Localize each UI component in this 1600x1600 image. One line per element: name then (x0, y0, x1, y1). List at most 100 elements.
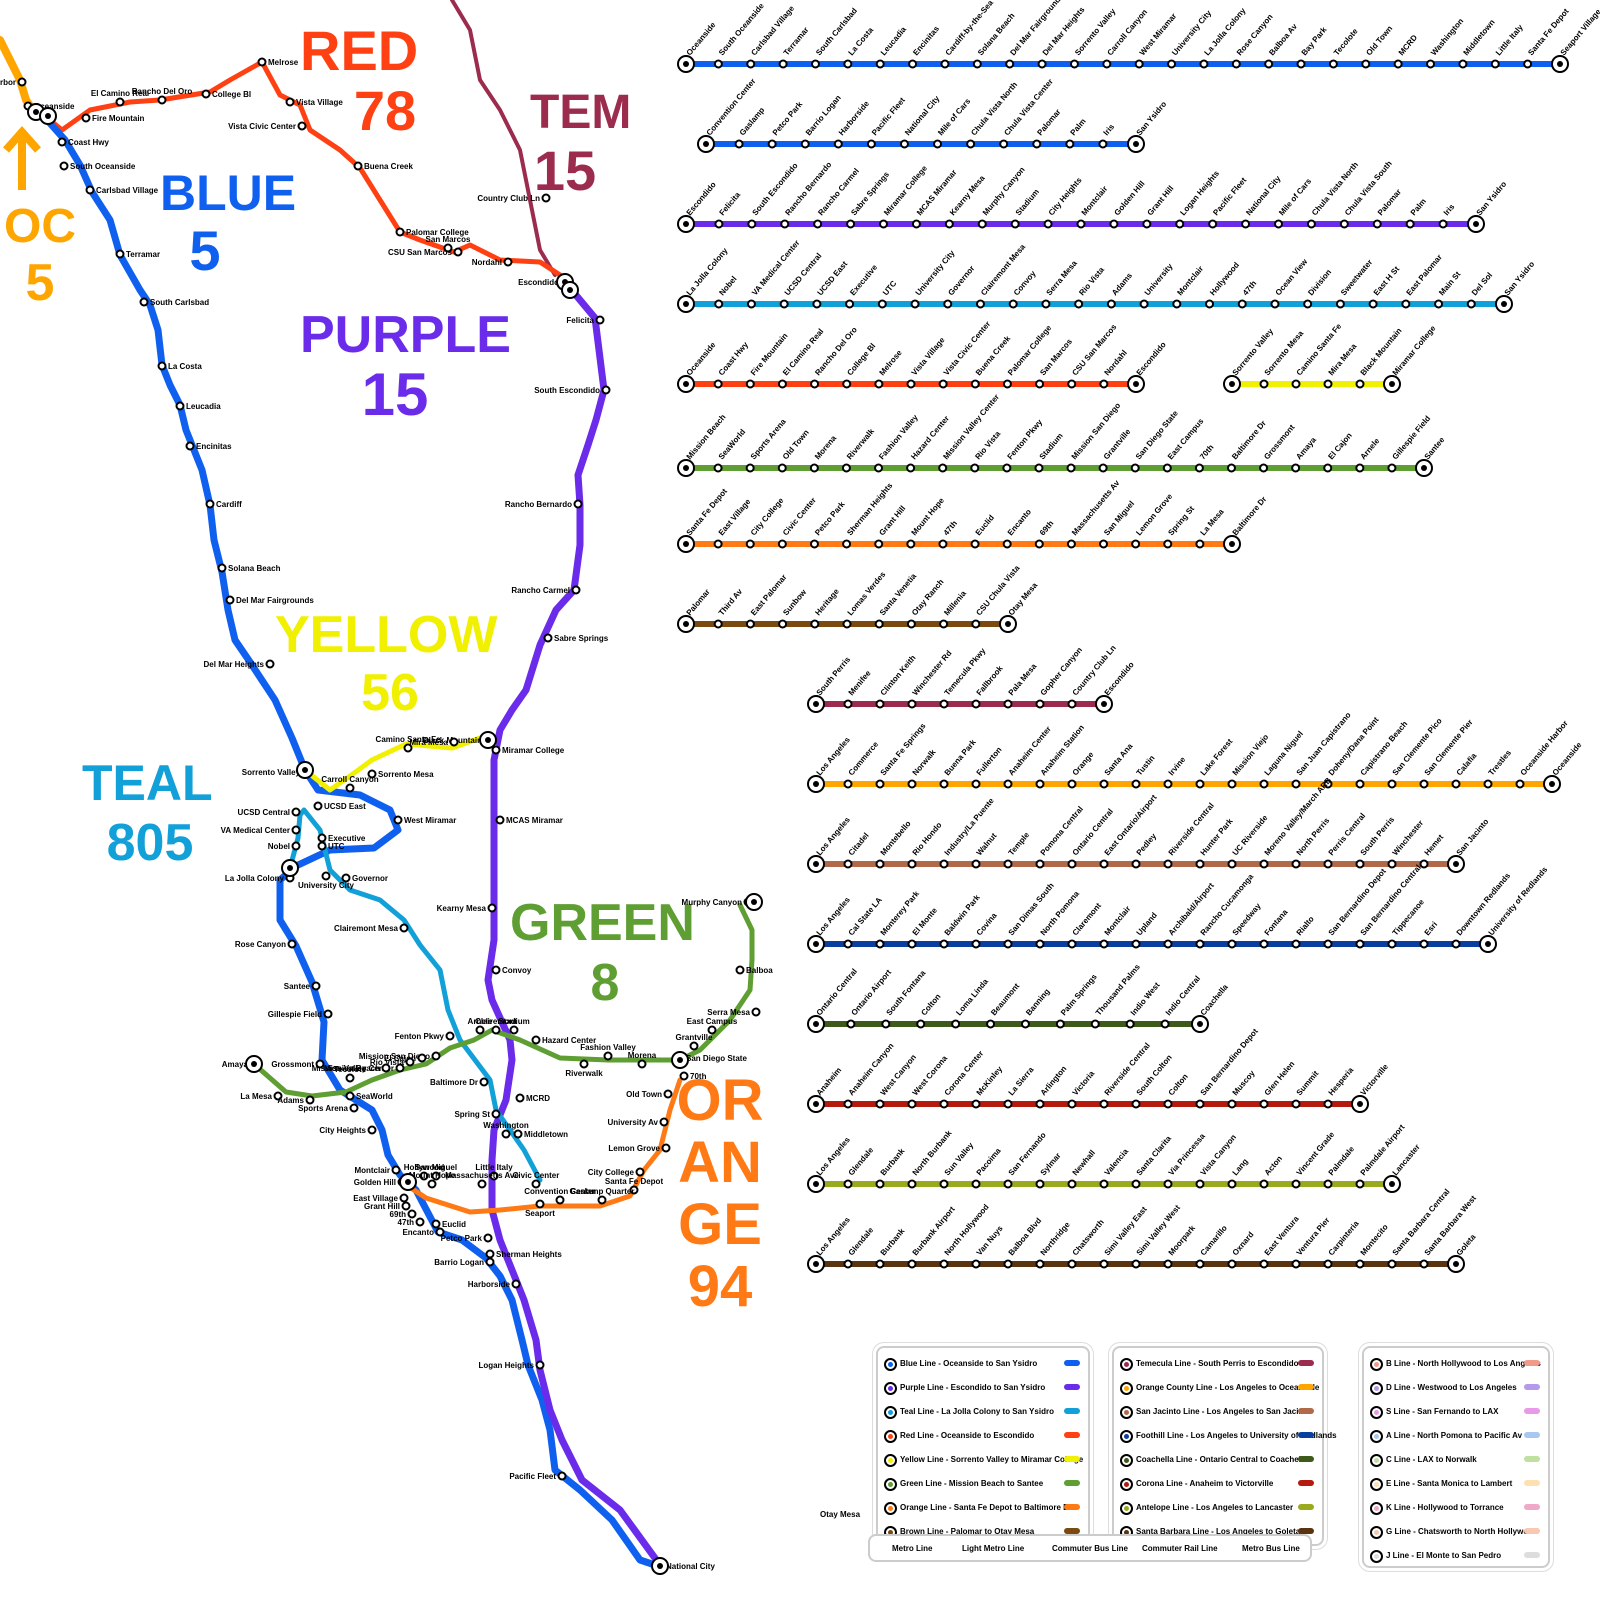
strip-terminal-core (683, 465, 689, 471)
strip-station-label: Downtown Redlands (1455, 871, 1513, 937)
map-station-dot (399, 923, 409, 933)
strip-station (1227, 779, 1237, 789)
map-station: Clairemont Mesa (334, 923, 409, 933)
strip-station (1066, 463, 1076, 473)
strip-station (1035, 1179, 1045, 1189)
map-station-dot (157, 95, 167, 105)
map-station-dot (489, 1171, 499, 1181)
temecula-path (450, 0, 557, 277)
map-station-label: El Cajon (384, 1054, 416, 1063)
map-station: Palomar College (395, 227, 469, 237)
strip-station-label: Lancaster (1391, 1143, 1422, 1178)
strip-station-label: Sun Valley (943, 1140, 976, 1177)
strip-station-label: Petco Park (771, 99, 805, 137)
strip-station (875, 779, 885, 789)
map-station-dot (635, 1167, 645, 1177)
strip-station (812, 299, 822, 309)
orange-label-part: OR (677, 1068, 764, 1133)
teal-label-text: TEAL (82, 755, 213, 811)
legend-row: Teal Line - La Jolla Colony to San Ysidr… (878, 1400, 1088, 1424)
map-station: SeaWorld (345, 1091, 393, 1101)
map-station-label: Buena Creek (364, 162, 413, 171)
map-station-dot (401, 1201, 411, 1211)
strip-station-label: Van Nuys (975, 1223, 1005, 1257)
map-station: Pacific Fleet (509, 1471, 567, 1481)
map-station-label: Spring St (454, 1110, 490, 1119)
map-station: Sorrento Mesa (367, 769, 434, 779)
strip-station-label: Hemet (1423, 833, 1446, 858)
strip-terminal-core (1005, 621, 1011, 627)
map-station-dot (403, 743, 413, 753)
map-station-label: Hazard Center (542, 1036, 596, 1045)
strip-station-label: Glendale (847, 1145, 876, 1177)
strip-station (875, 939, 885, 949)
legend-dot (884, 1406, 897, 1419)
legend-swatch (1298, 1504, 1314, 1510)
legend-row: Coachella Line - Ontario Central to Coac… (1114, 1448, 1322, 1472)
strip-station (1393, 59, 1403, 69)
strip-station-label: Terramar (782, 25, 811, 57)
map-station: Seaport (525, 1199, 555, 1218)
map-station-label: Santa Fe Depot (605, 1177, 664, 1186)
map-station-label: Lemon Grove (608, 1144, 660, 1153)
map-station-label: Rancho Bernardo (505, 500, 572, 509)
map-station-dot (349, 1103, 359, 1113)
map-station-dot (735, 965, 745, 975)
strip-station-label: Gaslamp (738, 106, 767, 138)
strip-station (1515, 779, 1525, 789)
strip-station (1162, 463, 1172, 473)
map-station-dot (449, 737, 459, 747)
strip-station-label: Serra Mesa (1045, 258, 1080, 297)
map-station: Rancho Del Oro (132, 87, 192, 105)
legend-dot (1120, 1430, 1133, 1443)
legend-label: Santa Barbara Line - Los Angeles to Gole… (1136, 1527, 1301, 1536)
legend-swatch (1064, 1384, 1080, 1390)
strip-station-label: Summit (1295, 1069, 1321, 1098)
orange-path (405, 1077, 683, 1215)
map-station-label: San Miguel (415, 1163, 457, 1172)
map-station: Vista Civic Center (228, 121, 307, 131)
legend-row: Orange Line - Santa Fe Depot to Baltimor… (878, 1496, 1088, 1520)
strip-station (939, 699, 949, 709)
strip-station (1419, 859, 1429, 869)
map-station-dot (483, 1233, 493, 1243)
strip-station (846, 219, 856, 229)
map-station: Hazard Center (531, 1035, 596, 1045)
strip-station-label: San Juan Capistrano (1295, 710, 1353, 777)
strip-station (1109, 219, 1119, 229)
strip-station (809, 463, 819, 473)
map-station: Tecolote (334, 1065, 367, 1083)
map-station: CSU San Marcos (388, 247, 463, 257)
map-station: Governor (341, 873, 388, 883)
map-station-label: Sorrento Valley (242, 768, 301, 777)
map-station-label: Nobel (268, 842, 290, 851)
strip-station-label: Anaheim (815, 1066, 844, 1098)
map-station-label: Gaslamp Quarter (570, 1187, 635, 1196)
strip-station-label: Otay Ranch (910, 577, 946, 617)
map-station: Country Club Ln (477, 193, 551, 203)
strip-station-label: East Ontario/Airport (1103, 793, 1159, 858)
map-station: Montclair (354, 1165, 401, 1175)
strip-terminal-core (813, 781, 819, 787)
strip-station-label: Speedway (1231, 901, 1263, 937)
map-station-dot (407, 1209, 417, 1219)
legend-dot (1370, 1502, 1383, 1515)
map-station-label: Mission Valley Center (312, 1064, 394, 1073)
strip-station-label: Newhall (1071, 1148, 1097, 1177)
strip-station (1034, 539, 1044, 549)
map-station-label: Middletown (524, 1130, 568, 1139)
strip-station-label: Palomar (1035, 107, 1062, 137)
strip-station-label: Lang (1231, 1157, 1250, 1178)
strip-station (1523, 59, 1533, 69)
legend-label: B Line - North Hollywood to Los Angeles (1386, 1359, 1541, 1368)
strip-station-label: Banning (1024, 987, 1052, 1017)
map-station-dot (395, 1063, 405, 1073)
map-station: Miramar College (491, 745, 565, 755)
map-station: Encinitas (185, 441, 232, 451)
map-station-label: 70th (690, 1072, 707, 1081)
strip-station (939, 1259, 949, 1269)
map-station-label: City Heights (319, 1126, 366, 1135)
legend-swatch (1524, 1456, 1540, 1462)
